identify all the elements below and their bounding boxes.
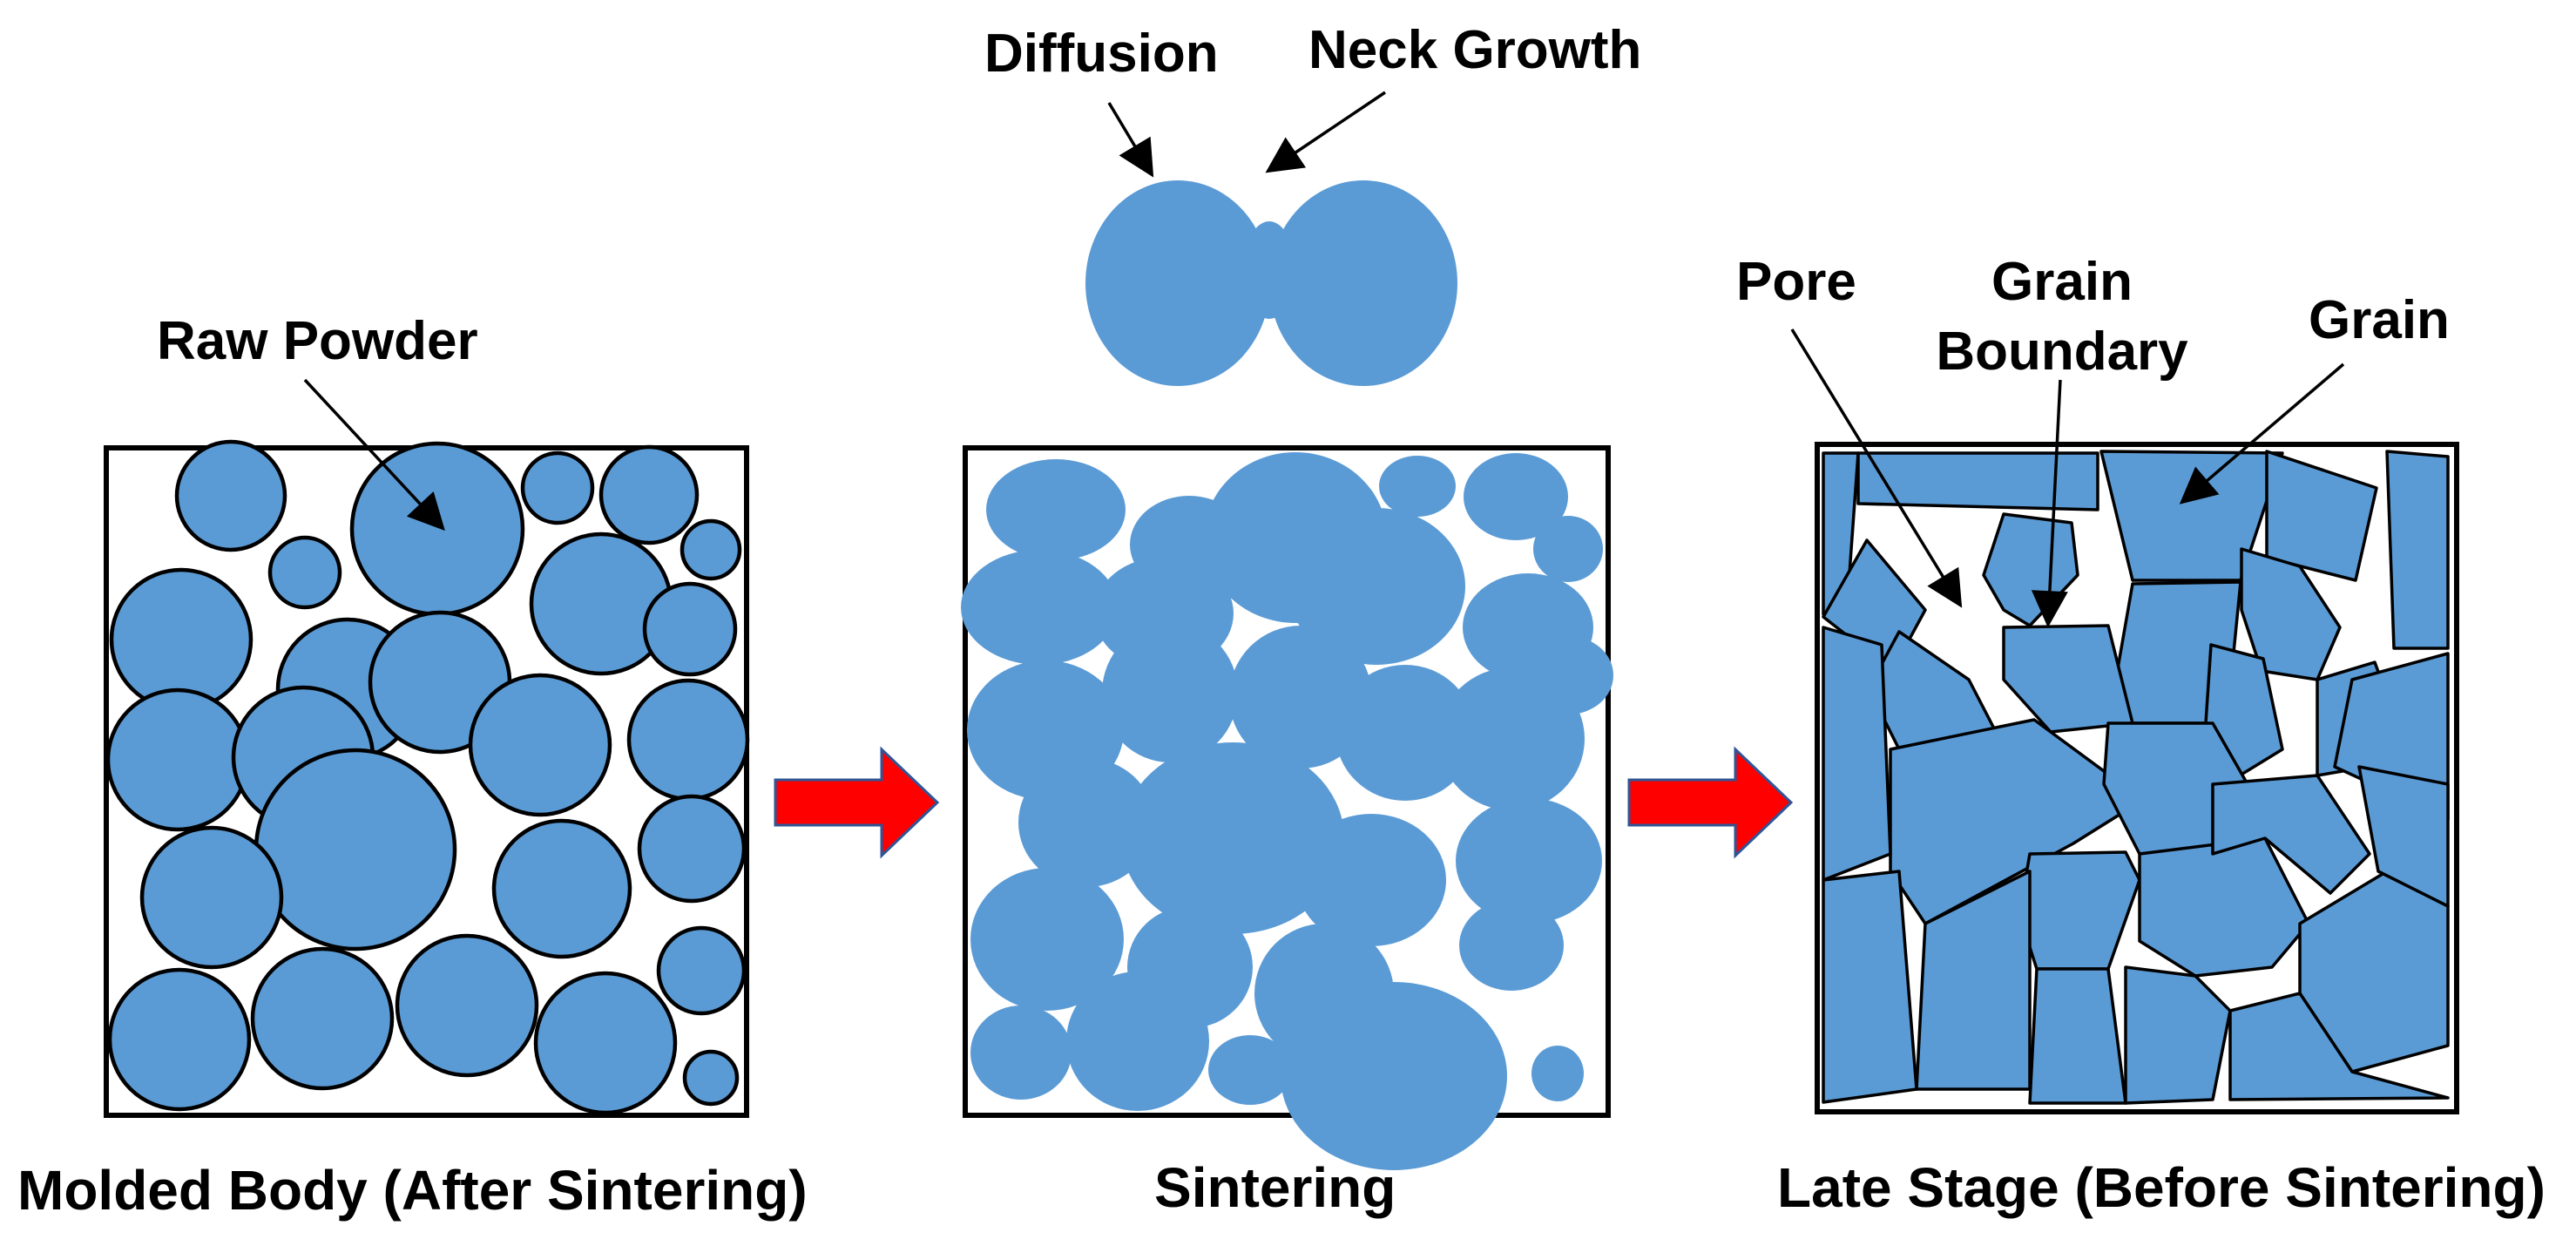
sintering-particle	[1121, 742, 1344, 934]
powder-particle	[174, 439, 287, 552]
powder-particle	[656, 925, 747, 1016]
grain-boundary-pointer	[2031, 379, 2068, 628]
stage3-caption: Late Stage (Before Sintering)	[1777, 1156, 2546, 1219]
sintering-particle	[1438, 667, 1585, 810]
stage2-caption: Sintering	[1154, 1156, 1396, 1219]
sintering-particle	[1066, 972, 1209, 1111]
grain-boundary-label-line2: Boundary	[1936, 322, 2188, 382]
grain-polygon	[2028, 967, 2127, 1105]
powder-particle	[395, 933, 539, 1078]
powder-particle	[520, 450, 595, 525]
raw-powder-label: Raw Powder	[157, 311, 478, 371]
powder-particle	[105, 687, 250, 832]
powder-particle	[626, 678, 750, 802]
grain-polygon	[1822, 626, 1892, 882]
powder-particle	[679, 518, 742, 581]
grain-polygon	[2002, 624, 2134, 734]
grain-boundary-label-line1: Grain	[1991, 252, 2133, 312]
grain-polygon	[1856, 451, 2099, 511]
powder-particle	[468, 673, 612, 817]
process-arrow-1	[774, 746, 940, 859]
sintering-particle	[1456, 798, 1602, 924]
powder-particle	[533, 971, 678, 1115]
molded-body-panel	[104, 439, 750, 1118]
sintering-particle	[1459, 900, 1564, 991]
powder-particle	[349, 441, 525, 617]
sintering-particle	[986, 459, 1126, 560]
neck-bridge	[1243, 221, 1295, 319]
grain-pointer	[2179, 362, 2345, 504]
sintering-particle	[1464, 453, 1568, 540]
sintering-particle	[1208, 1035, 1292, 1105]
sintering-particle	[1102, 623, 1238, 762]
neck-growth-pointer	[1265, 91, 1386, 173]
sintering-particle	[1379, 456, 1456, 517]
powder-particle	[637, 794, 747, 904]
powder-particle	[642, 581, 738, 677]
neck-growth-particle	[1269, 180, 1457, 386]
sintering-particle	[1288, 508, 1465, 665]
grain-polygon	[2357, 765, 2450, 908]
powder-particle	[598, 444, 700, 545]
sintering-particle	[1281, 982, 1507, 1170]
sintering-particle	[1335, 665, 1475, 801]
sintering-particle	[1533, 516, 1603, 582]
powder-particle	[250, 946, 395, 1091]
grain-polygons	[1822, 450, 2450, 1105]
diffusion-pointer	[1107, 102, 1154, 178]
neck-growth-label: Neck Growth	[1308, 20, 1641, 80]
raw-powder-particles	[105, 439, 750, 1115]
sintering-particle	[970, 868, 1124, 1011]
grain-polygon	[2211, 774, 2371, 895]
diffusion-label: Diffusion	[984, 24, 1219, 84]
grain-polygon	[1822, 870, 1918, 1104]
sintering-particle	[961, 550, 1118, 665]
grain-polygon	[2228, 992, 2450, 1101]
powder-particle	[267, 535, 342, 610]
sintering-panel	[961, 180, 1613, 1170]
powder-particle	[107, 967, 252, 1112]
late-stage-panel	[1815, 442, 2459, 1114]
stage1-caption: Molded Body (After Sintering)	[17, 1159, 808, 1222]
grain-polygon	[2265, 450, 2378, 582]
powder-particle	[682, 1049, 740, 1107]
neck-growth-particles	[1085, 180, 1457, 386]
grain-polygon	[2124, 965, 2232, 1105]
powder-particle	[254, 748, 457, 951]
sintering-particle	[970, 1006, 1072, 1100]
sintering-particles	[961, 452, 1613, 1170]
diffusion-particle	[1085, 180, 1270, 386]
grain-polygon	[2385, 450, 2450, 650]
pore-label: Pore	[1736, 252, 1856, 312]
raw-powder-pointer	[303, 378, 445, 532]
sintering-particle	[1296, 814, 1446, 946]
pore-pointer	[1790, 328, 1963, 608]
process-arrow-2	[1627, 746, 1794, 859]
powder-particle	[139, 825, 284, 970]
sintering-particle	[1531, 1046, 1584, 1101]
powder-particle	[491, 818, 632, 959]
grain-label: Grain	[2309, 290, 2450, 350]
sintering-particle	[1018, 758, 1154, 887]
